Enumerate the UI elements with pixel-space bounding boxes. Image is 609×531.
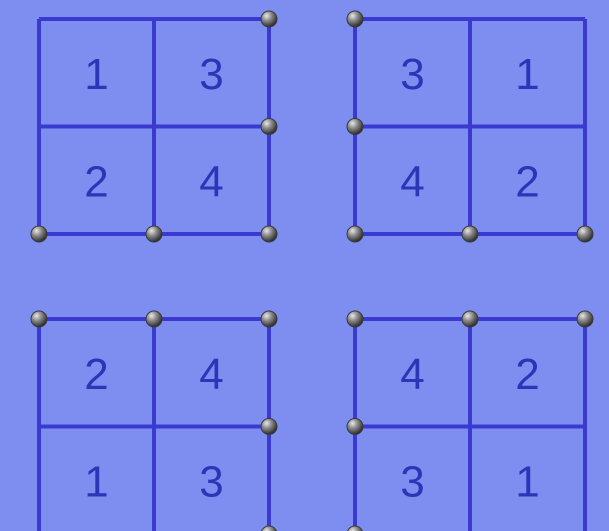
cell-number: 4 — [400, 157, 424, 206]
peg-marker — [261, 226, 277, 242]
cell-number: 2 — [515, 157, 539, 206]
grid-panel: 2 4 1 3 — [31, 311, 277, 531]
peg-marker — [577, 311, 593, 327]
cell-number: 1 — [515, 457, 539, 506]
grid-panel: 1 3 2 4 — [31, 11, 277, 242]
cell-number: 3 — [400, 50, 424, 99]
peg-marker — [261, 119, 277, 135]
grid-panel: 4 2 3 1 — [347, 311, 593, 531]
peg-marker — [31, 311, 47, 327]
peg-marker — [462, 311, 478, 327]
cell-number: 2 — [515, 350, 539, 399]
cell-number: 3 — [199, 50, 223, 99]
cell-number: 3 — [400, 457, 424, 506]
peg-marker — [261, 419, 277, 435]
peg-marker — [462, 226, 478, 242]
cell-number: 1 — [515, 50, 539, 99]
cell-number: 3 — [199, 457, 223, 506]
peg-marker — [261, 11, 277, 27]
peg-marker — [347, 119, 363, 135]
cell-number: 4 — [199, 350, 223, 399]
peg-marker — [577, 226, 593, 242]
cell-number: 2 — [84, 350, 108, 399]
grid-panel: 3 1 4 2 — [347, 11, 593, 242]
cell-number: 4 — [199, 157, 223, 206]
peg-marker — [347, 419, 363, 435]
peg-marker — [146, 311, 162, 327]
peg-marker — [31, 226, 47, 242]
peg-marker — [261, 311, 277, 327]
peg-marker — [347, 526, 363, 531]
peg-marker — [146, 226, 162, 242]
peg-marker — [347, 226, 363, 242]
peg-marker — [347, 11, 363, 27]
cell-number: 1 — [84, 457, 108, 506]
peg-marker — [347, 311, 363, 327]
cell-number: 1 — [84, 50, 108, 99]
cell-number: 2 — [84, 157, 108, 206]
peg-marker — [261, 526, 277, 531]
cell-number: 4 — [400, 350, 424, 399]
